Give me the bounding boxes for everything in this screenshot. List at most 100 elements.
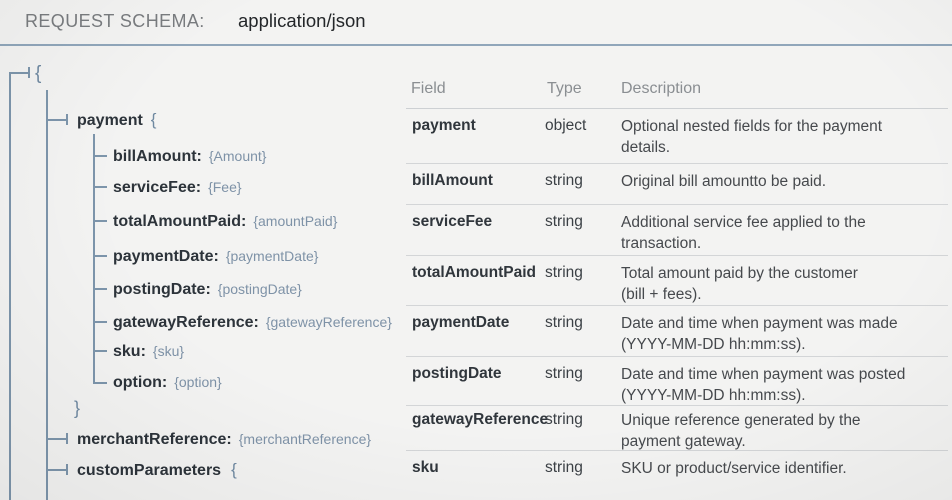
tree-item-option: option: {option} [113,371,222,394]
table-row-servicefee: serviceFee string Additional service fee… [406,204,948,256]
tree-trunk-level1-line [46,90,48,500]
header-divider [0,44,952,46]
schema-header-label: REQUEST SCHEMA: [25,11,205,31]
tree-key: payment [77,112,143,129]
tree-value: {merchantReference} [238,431,372,447]
table-row-paymentdate: paymentDate string Date and time when pa… [406,305,948,357]
description-cell: SKU or product/service identifier. [621,458,943,479]
tree-leaf-corner-option [93,382,107,384]
table-row-sku: sku string SKU or product/service identi… [406,450,948,500]
tree-value: {amountPaid} [253,213,338,229]
type-cell: string [545,314,583,331]
tree-root-open-brace: { [35,63,42,84]
tree-value: {sku} [152,343,185,359]
description-line: details. [621,139,671,156]
tree-item-customparameters: customParameters { [77,459,237,482]
field-cell: payment [412,117,476,134]
tree-branch-customparameters-tick [66,464,68,475]
type-cell: string [545,172,583,189]
table-header-row: Field Type Description [406,75,948,109]
tree-branch-customparameters-line [46,469,67,471]
type-cell: string [545,365,583,382]
table-row-payment: payment object Optional nested fields fo… [406,108,948,164]
field-cell: postingDate [412,365,502,382]
tree-item-billamount: billAmount: {Amount} [113,145,266,168]
tree-item-postingdate: postingDate:{postingDate} [113,278,302,301]
tree-item-totalamountpaid: totalAmountPaid: {amountPaid} [113,210,337,233]
description-line: transaction. [621,235,702,252]
tree-open-brace: { [231,460,237,479]
tree-branch-payment-line [46,119,67,121]
description-line: Original bill amountto be paid. [621,173,827,190]
description-line: (YYYY-MM-DD hh:mm:ss). [621,387,806,404]
field-cell: paymentDate [412,314,510,331]
tree-key: option: [113,374,168,391]
description-cell: Date and time when payment was made (YYY… [621,313,943,355]
tree-leaf-dash-sku [93,350,107,352]
field-cell: gatewayReference [412,411,549,428]
tree-leaf-dash-paymentdate [93,255,107,257]
tree-key: serviceFee: [113,179,202,196]
description-line: Optional nested fields for the payment [621,118,883,135]
description-line: SKU or product/service identifier. [621,460,847,477]
field-cell: serviceFee [412,213,493,230]
tree-key: gatewayReference: [113,314,259,331]
table-row-postingdate: postingDate string Date and time when pa… [406,356,948,406]
tree-item-servicefee: serviceFee: {Fee} [113,176,242,199]
description-line: payment gateway. [621,433,746,450]
type-cell: string [545,213,583,230]
type-cell: string [545,264,583,281]
tree-leaf-dash-servicefee [93,186,107,188]
field-cell: billAmount [412,172,493,189]
tree-value: {option} [174,374,222,390]
tree-leaf-dash-postingdate [93,288,107,290]
tree-root-branch-tick [28,67,30,78]
description-cell: Optional nested fields for the payment d… [621,116,943,158]
type-cell: object [545,117,587,134]
tree-value: {Fee} [208,179,242,195]
field-cell: totalAmountPaid [412,264,536,281]
description-line: (bill + fees). [621,286,702,303]
tree-branch-merchantreference-line [46,438,67,440]
tree-item-merchantreference: merchantReference: {merchantReference} [77,428,371,451]
column-header-field: Field [411,80,446,97]
description-cell: Date and time when payment was posted (Y… [621,364,943,406]
description-line: (YYYY-MM-DD hh:mm:ss). [621,336,806,353]
schema-content-type: application/json [238,10,366,31]
tree-trunk-outer-line [9,72,11,500]
tree-branch-merchantreference-tick [66,433,68,444]
tree-value: {Amount} [208,148,267,164]
tree-leaf-dash-gatewayreference [93,321,107,323]
tree-key: totalAmountPaid: [113,213,247,230]
description-cell: Total amount paid by the customer (bill … [621,263,943,305]
tree-key: billAmount: [113,148,202,165]
tree-payment-close-brace: } [74,398,81,418]
table-row-totalamountpaid: totalAmountPaid string Total amount paid… [406,255,948,306]
description-cell: Unique reference generated by the paymen… [621,410,943,452]
tree-item-paymentdate: paymentDate: {paymentDate} [113,245,318,268]
schema-fields-table: Field Type Description payment object Op… [406,0,948,500]
description-line: Date and time when payment was made [621,315,898,332]
tree-item-gatewayreference: gatewayReference: {gatewayReference} [113,311,392,334]
tree-leaf-dash-totalamountpaid [93,220,107,222]
tree-key: customParameters [77,462,222,479]
type-cell: string [545,459,583,476]
description-line: Unique reference generated by the [621,412,861,429]
column-header-description: Description [621,80,702,97]
tree-key: postingDate: [113,281,211,298]
tree-item-payment: payment{ [77,109,156,132]
tree-key: merchantReference: [77,431,232,448]
tree-key: sku: [113,343,146,360]
tree-value: {paymentDate} [225,248,319,264]
tree-leaf-dash-billamount [93,155,107,157]
tree-trunk-level2-line [93,134,95,383]
tree-value: {gatewayReference} [265,314,392,330]
tree-key: paymentDate: [113,248,219,265]
description-cell: Additional service fee applied to the tr… [621,212,943,254]
table-row-gatewayreference: gatewayReference string Unique reference… [406,405,948,451]
table-row-billamount: billAmount string Original bill amountto… [406,163,948,205]
description-line: Additional service fee applied to the [621,214,866,231]
column-header-type: Type [547,80,582,97]
tree-branch-payment-tick [66,114,68,125]
